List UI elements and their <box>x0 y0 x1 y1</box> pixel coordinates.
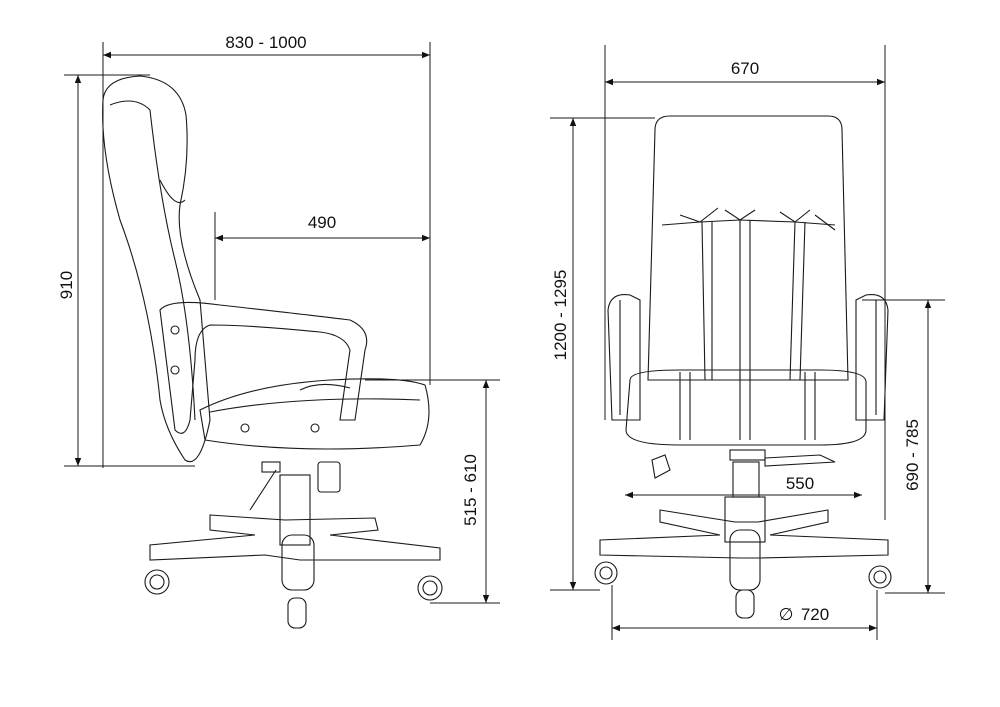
dimension-armrest-height: 690 - 785 <box>862 299 945 594</box>
side-view-chair <box>102 75 443 629</box>
dimension-back-height: 910 <box>57 74 195 467</box>
dimension-seat-height: 515 - 610 <box>365 379 500 604</box>
dimension-total-height: 1200 - 1295 <box>550 117 655 591</box>
label-armrest-height: 690 - 785 <box>903 419 922 491</box>
label-base-diameter: 720 <box>801 605 829 624</box>
label-seat-width: 550 <box>786 474 814 493</box>
label-overall-width: 670 <box>731 59 759 78</box>
label-seat-height: 515 - 610 <box>461 454 480 526</box>
label-seat-depth: 490 <box>308 213 336 232</box>
diameter-symbol: ∅ <box>779 605 794 624</box>
dimension-seat-depth: 490 <box>214 212 430 300</box>
dimension-seat-width: 550 <box>625 474 862 499</box>
dimension-base-diameter: ∅ 720 <box>611 585 878 640</box>
dimension-overall-depth: 830 - 1000 <box>102 33 431 468</box>
front-view-chair <box>594 115 892 619</box>
label-total-height: 1200 - 1295 <box>551 270 570 361</box>
label-back-height: 910 <box>57 271 76 299</box>
label-overall-depth: 830 - 1000 <box>225 33 306 52</box>
dimension-overall-width: 670 <box>604 45 886 520</box>
